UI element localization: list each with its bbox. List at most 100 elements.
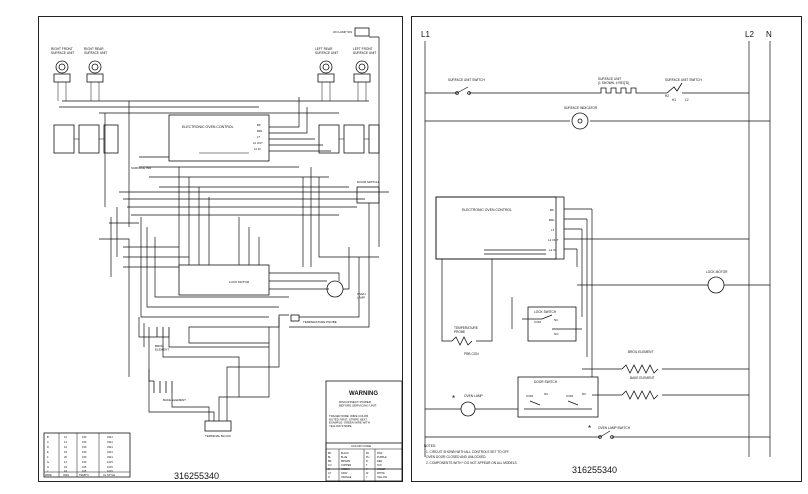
svg-text:3321: 3321 <box>107 440 113 444</box>
svg-text:NC: NC <box>544 392 549 396</box>
svg-text:*: * <box>452 394 455 403</box>
svg-text:20: 20 <box>64 455 67 459</box>
svg-text:TAN: TAN <box>377 464 382 467</box>
svg-text:PINK: PINK <box>377 452 383 455</box>
schematic-sheet: L1 L2 N SURFACE UNIT SWITCH SURFACE UNIT… <box>411 16 802 482</box>
svg-text:PURPLE: PURPLE <box>377 456 387 459</box>
svg-text:WHITE: WHITE <box>377 472 385 475</box>
svg-text:O: O <box>328 476 330 479</box>
svg-text:150: 150 <box>82 435 87 439</box>
svg-text:105: 105 <box>82 465 87 469</box>
l2-label: L2 <box>745 30 754 39</box>
svg-text:1015: 1015 <box>107 460 113 464</box>
electronic-oven-control <box>168 114 270 162</box>
svg-text:OVEN LAMP SWITCH: OVEN LAMP SWITCH <box>598 426 631 430</box>
broil-element <box>621 364 659 374</box>
svg-text:COPPER: COPPER <box>341 464 351 467</box>
svg-text:L2 OUT: L2 OUT <box>253 141 263 145</box>
svg-text:SURFACE INDICATOR: SURFACE INDICATOR <box>564 106 598 110</box>
svg-text:COM: COM <box>526 394 534 398</box>
svg-text:1015: 1015 <box>107 469 113 473</box>
svg-text:BLUE: BLUE <box>341 456 348 459</box>
oven-lamp <box>460 401 476 417</box>
svg-text:Y: Y <box>366 476 368 479</box>
svg-text:BK: BK <box>257 123 261 127</box>
svg-text:1015: 1015 <box>107 465 113 469</box>
surface-unit-element <box>597 87 640 94</box>
svg-text:BROIL ELEMENT: BROIL ELEMENT <box>628 350 653 354</box>
svg-text:GREEN: GREEN <box>341 468 350 471</box>
svg-text:14: 14 <box>64 440 67 444</box>
svg-text:G: G <box>328 468 330 471</box>
svg-text:3321: 3321 <box>107 445 113 449</box>
svg-text:COM: COM <box>534 320 542 324</box>
eoc-title-left: ELECTRONIC OVEN CONTROL <box>182 125 234 129</box>
svg-text:G: G <box>47 460 49 464</box>
svg-text:VIOLET: VIOLET <box>377 468 386 471</box>
svg-text:L2 OUT: L2 OUT <box>548 238 559 242</box>
svg-text:L2 IN: L2 IN <box>549 248 556 252</box>
lock-motor-label: LOCK MOTOR <box>229 280 250 284</box>
switch-rf <box>53 124 75 154</box>
svg-text:LT: LT <box>551 228 554 232</box>
svg-text:W: W <box>366 472 369 475</box>
right-rear-surface-unit <box>86 60 104 83</box>
temp-probe-label: TEMPERATURE PROBE <box>303 320 337 324</box>
svg-text:COM: COM <box>566 394 574 398</box>
svg-text:H2: H2 <box>665 94 669 98</box>
svg-text:3321: 3321 <box>107 450 113 454</box>
svg-text:PRB CON: PRB CON <box>464 352 479 356</box>
svg-text:BRL: BRL <box>257 129 263 133</box>
svg-text:AWG: AWG <box>63 473 69 477</box>
svg-text:T: T <box>366 464 368 467</box>
svg-text:NC: NC <box>554 318 559 322</box>
eoc-title-right: ELECTRONIC OVEN CONTROL <box>462 208 512 212</box>
lock-motor <box>707 276 725 294</box>
notes-title: NOTES: <box>424 444 436 448</box>
svg-text:BAKE ELEMENT: BAKE ELEMENT <box>630 376 654 380</box>
svg-text:RED: RED <box>377 460 382 463</box>
svg-text:BRL: BRL <box>549 218 555 222</box>
svg-text:OVEN LAMP: OVEN LAMP <box>464 394 483 398</box>
svg-text:105: 105 <box>82 469 87 473</box>
svg-text:BL: BL <box>328 456 332 459</box>
svg-text:F: F <box>47 455 49 459</box>
lock-switch <box>527 306 577 342</box>
svg-text:L2: L2 <box>685 98 689 102</box>
svg-text:150: 150 <box>82 440 87 444</box>
svg-text:V: V <box>366 468 368 471</box>
left-front-surface-unit <box>353 60 371 83</box>
surface-unit-switch-right <box>666 82 683 94</box>
oven-lamp <box>326 280 344 298</box>
svg-text:18: 18 <box>64 450 67 454</box>
svg-text:LT: LT <box>257 135 260 139</box>
svg-text:R: R <box>366 460 368 463</box>
svg-text:GY: GY <box>328 472 332 475</box>
svg-text:LOCK MOTOR: LOCK MOTOR <box>706 270 728 274</box>
wire-gauge-table <box>43 432 131 478</box>
right-front-surface-unit <box>53 60 71 83</box>
svg-text:D: D <box>47 445 49 449</box>
svg-text:3321: 3321 <box>107 435 113 439</box>
svg-text:150: 150 <box>82 450 87 454</box>
broil-element <box>156 327 170 338</box>
on-lamp-sw-label: ON LAMP SW <box>333 30 352 34</box>
svg-text:*: * <box>588 424 591 433</box>
oven-lamp-switch <box>598 435 602 439</box>
svg-text:150: 150 <box>82 445 87 449</box>
terminal-block-label: TERMINAL BLOCK <box>205 434 231 438</box>
surface-indicator-lamp <box>571 112 589 130</box>
svg-text:SURFACE UNIT SWITCH: SURFACE UNIT SWITCH <box>448 78 485 82</box>
svg-text:WIRE: WIRE <box>45 473 52 477</box>
switch-rr <box>78 124 100 154</box>
svg-text:GRAY: GRAY <box>341 472 348 475</box>
door-switch <box>356 186 380 204</box>
svg-text:TEMP°C: TEMP°C <box>79 473 89 477</box>
